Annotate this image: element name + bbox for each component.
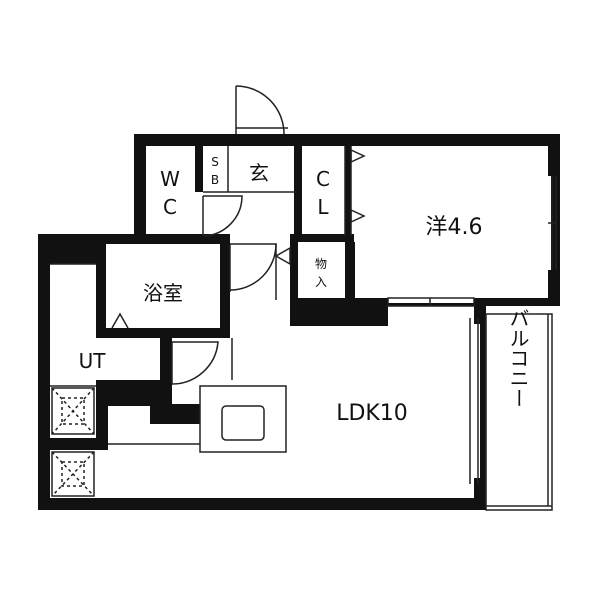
wall-topleft-block: [38, 234, 100, 264]
storage-door-marker: [274, 246, 291, 266]
bath-door-swing: [229, 243, 277, 291]
label-bathroom: 浴室: [143, 281, 183, 305]
wall-bath-right: [220, 244, 230, 336]
label-sb-top: S: [211, 155, 219, 169]
wall-ut-fridge: [96, 380, 152, 406]
wall-wc-sb-divider: [195, 146, 203, 192]
bath-drain-marker: [111, 312, 129, 329]
label-cl-bottom: L: [317, 195, 329, 219]
fridge-inner: [61, 461, 85, 487]
label-ldk: LDK10: [336, 401, 408, 426]
label-cl-top: C: [316, 167, 330, 191]
wall-left-wc: [134, 134, 146, 238]
balcony-outline: [485, 313, 553, 511]
wall-ut-ldk: [160, 338, 172, 386]
entry-door-swing: [235, 85, 285, 135]
wall-kitchen-block: [150, 404, 200, 424]
wall-top-entry: [134, 134, 294, 146]
wall-ldk-partition: [290, 298, 388, 326]
wall-top-western: [294, 134, 560, 146]
washer-space: [51, 387, 95, 435]
wall-bottom-outer: [38, 498, 486, 510]
kitchen-counter: [199, 385, 287, 453]
wc-door-swing: [202, 195, 243, 237]
wall-ut-bottom: [38, 438, 108, 450]
label-storage-top: 物: [315, 257, 327, 271]
label-wc-bottom: C: [163, 195, 177, 219]
thin-lines: [50, 85, 557, 511]
kitchen-sink: [221, 405, 265, 441]
wall-storage-right: [345, 242, 355, 306]
closet-door-marker-bottom: [350, 208, 366, 224]
wall-ut-column: [96, 404, 108, 444]
fridge-space: [51, 451, 95, 497]
wall-closet-left: [294, 146, 302, 238]
label-genkan: 玄: [249, 161, 269, 185]
label-storage-bottom: 入: [315, 275, 327, 289]
wall-closet-bottom: [290, 234, 354, 242]
label-western-room: 洋4.6: [426, 215, 483, 240]
label-sb-bottom: B: [211, 173, 219, 187]
closet-door-marker-top: [350, 148, 366, 164]
wall-left-outer: [38, 234, 50, 510]
ut-door-swing: [171, 341, 219, 385]
wall-bath-left: [96, 244, 106, 336]
wall-closet-right: [345, 146, 351, 238]
wall-bath-top: [96, 234, 230, 244]
label-balcony: バルコニー: [506, 308, 530, 408]
fridge-diag-2: [51, 451, 95, 497]
walls: [38, 134, 560, 510]
western-door-frame: [387, 297, 475, 307]
label-wc-top: W: [160, 167, 180, 191]
wall-storage-left: [290, 242, 298, 298]
wall-kitchen-back: [150, 380, 172, 410]
wall-bath-bottom: [96, 328, 230, 338]
label-utility: UT: [79, 349, 107, 373]
washer-diag-2: [51, 387, 95, 435]
